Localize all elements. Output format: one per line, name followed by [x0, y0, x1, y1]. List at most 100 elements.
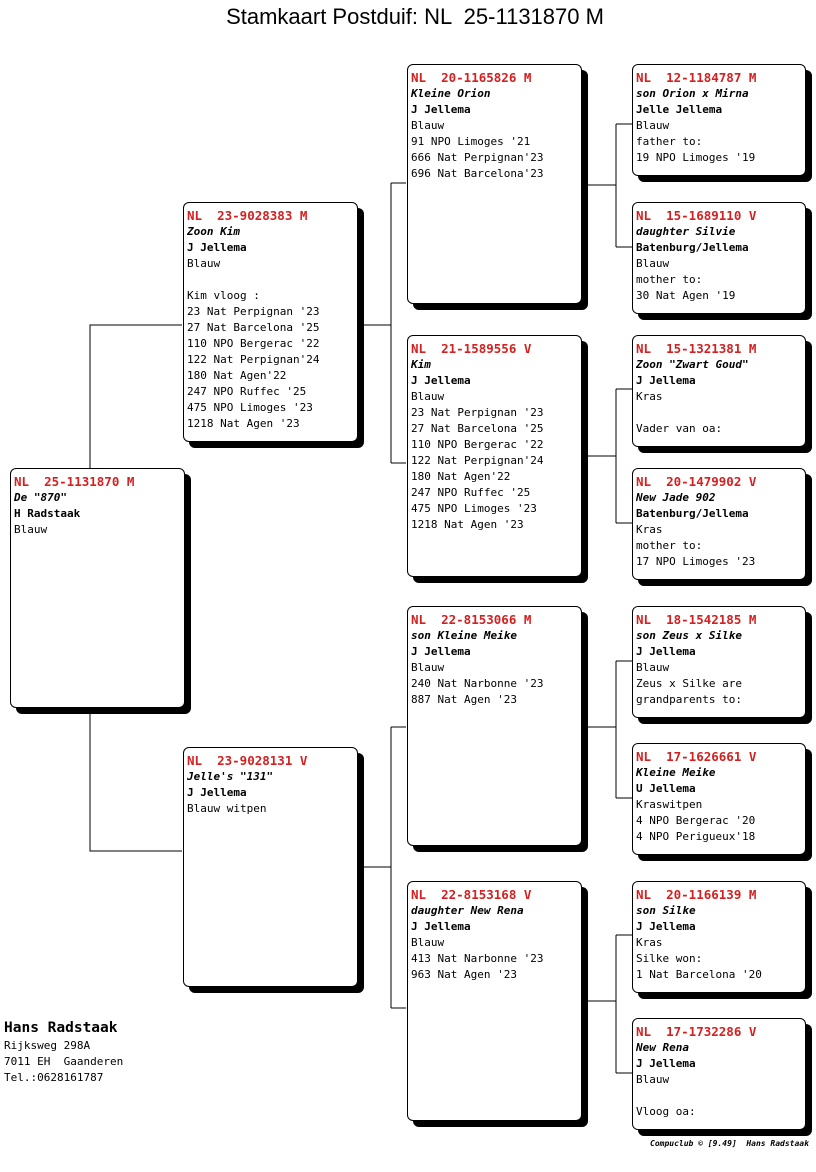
breeder-name: J Jellema — [187, 786, 247, 799]
pigeon-card-ggm-4[interactable]: NL 17-1732286 V New Rena J Jellema Blauw… — [632, 1018, 806, 1130]
ring-number: NL 21-1589556 V — [411, 341, 532, 356]
info-line: father to: — [636, 135, 703, 148]
ring-number: NL 23-9028131 V — [187, 753, 308, 768]
pigeon-name: daughter New Rena — [411, 904, 524, 917]
pigeon-name: son Kleine Meike — [411, 629, 517, 642]
page-title: Stamkaart Postduif: NL 25-1131870 M — [226, 4, 604, 29]
pigeon-name: Jelle's "131" — [187, 770, 274, 783]
ring-number: NL 20-1165826 M — [411, 70, 532, 85]
breeder-name: Batenburg/Jellema — [636, 507, 749, 520]
ring-number: NL 12-1184787 M — [636, 70, 757, 85]
info-line: 23 Nat Perpignan '23 — [411, 406, 544, 419]
pigeon-name: daughter Silvie — [636, 225, 736, 238]
pigeon-card-ggm-3[interactable]: NL 17-1626661 V Kleine Meike U Jellema K… — [632, 743, 806, 855]
info-line: 4 NPO Bergerac '20 — [636, 814, 756, 827]
info-line: 247 NPO Ruffec '25 — [411, 486, 531, 499]
pigeon-card-grandmother-paternal[interactable]: NL 21-1589556 V Kim J Jellema Blauw 23 N… — [407, 335, 582, 577]
info-line: 110 NPO Bergerac '22 — [411, 438, 544, 451]
pigeon-name: New Rena — [636, 1041, 689, 1054]
breeder-name: Batenburg/Jellema — [636, 241, 749, 254]
pigeon-card-ggm-1[interactable]: NL 15-1689110 V daughter Silvie Batenbur… — [632, 202, 806, 314]
footer-credit: Compuclub © [9.49] Hans Radstaak — [650, 1139, 809, 1148]
info-line: 17 NPO Limoges '23 — [636, 555, 756, 568]
pigeon-card-ggf-1[interactable]: NL 12-1184787 M son Orion x Mirna Jelle … — [632, 64, 806, 176]
info-line: Blauw — [636, 257, 670, 270]
info-line: 887 Nat Agen '23 — [411, 693, 517, 706]
info-line: Kras — [636, 936, 663, 949]
pigeon-card-father[interactable]: NL 23-9028383 M Zoon Kim J Jellema Blauw… — [183, 202, 358, 442]
ring-number: NL 15-1689110 V — [636, 208, 757, 223]
pigeon-card-ggf-3[interactable]: NL 18-1542185 M son Zeus x Silke J Jelle… — [632, 606, 806, 718]
pigeon-card-ggm-2[interactable]: NL 20-1479902 V New Jade 902 Batenburg/J… — [632, 468, 806, 580]
breeder-name: U Jellema — [636, 782, 696, 795]
info-line: Blauw — [636, 661, 670, 674]
pigeon-name: son Silke — [636, 904, 696, 917]
info-line: Silke won: — [636, 952, 703, 965]
info-line: 240 Nat Narbonne '23 — [411, 677, 544, 690]
pigeon-card-mother[interactable]: NL 23-9028131 V Jelle's "131" J Jellema … — [183, 747, 358, 987]
info-line: 180 Nat Agen'22 — [411, 470, 511, 483]
pigeon-name: Kleine Meike — [636, 766, 716, 779]
info-line: grandparents to: — [636, 693, 742, 706]
ring-number: NL 18-1542185 M — [636, 612, 757, 627]
pigeon-name: Zoon "Zwart Goud" — [636, 358, 749, 371]
info-line: Kraswitpen — [636, 798, 703, 811]
breeder-name: J Jellema — [636, 374, 696, 387]
info-line: 1218 Nat Agen '23 — [411, 518, 524, 531]
pigeon-card-ggf-4[interactable]: NL 20-1166139 M son Silke J Jellema Kras… — [632, 881, 806, 993]
ring-number: NL 17-1732286 V — [636, 1024, 757, 1039]
breeder-name: J Jellema — [187, 241, 247, 254]
info-line: Kim vloog : — [187, 289, 260, 302]
info-line: Blauw — [14, 523, 48, 536]
info-line: 413 Nat Narbonne '23 — [411, 952, 544, 965]
info-line: 27 Nat Barcelona '25 — [411, 422, 544, 435]
info-line: Zeus x Silke are — [636, 677, 742, 690]
info-line: Blauw — [411, 119, 445, 132]
info-line: 122 Nat Perpignan'24 — [411, 454, 544, 467]
info-line: 23 Nat Perpignan '23 — [187, 305, 320, 318]
pigeon-card-grandfather-paternal[interactable]: NL 20-1165826 M Kleine Orion J Jellema B… — [407, 64, 582, 304]
info-line: 247 NPO Ruffec '25 — [187, 385, 307, 398]
info-line: 91 NPO Limoges '21 — [411, 135, 531, 148]
info-line: mother to: — [636, 273, 703, 286]
info-line: Blauw — [636, 119, 670, 132]
ring-number: NL 20-1479902 V — [636, 474, 757, 489]
info-line: Blauw witpen — [187, 802, 267, 815]
info-line — [187, 272, 354, 288]
info-line: Kras — [636, 523, 663, 536]
pigeon-card-grandfather-maternal[interactable]: NL 22-8153066 M son Kleine Meike J Jelle… — [407, 606, 582, 846]
ring-number: NL 17-1626661 V — [636, 749, 757, 764]
pigeon-name: son Zeus x Silke — [636, 629, 742, 642]
info-line: 30 Nat Agen '19 — [636, 289, 736, 302]
breeder-name: J Jellema — [636, 645, 696, 658]
breeder-name: H Radstaak — [14, 507, 81, 520]
pigeon-card-subject[interactable]: NL 25-1131870 M De "870" H Radstaak Blau… — [10, 468, 185, 708]
owner-address: Rijksweg 298A — [4, 1039, 91, 1052]
info-line: 122 Nat Perpignan'24 — [187, 353, 320, 366]
pigeon-name: Zoon Kim — [187, 225, 240, 238]
pigeon-card-grandmother-maternal[interactable]: NL 22-8153168 V daughter New Rena J Jell… — [407, 881, 582, 1121]
info-line — [636, 405, 802, 421]
ring-number: NL 22-8153168 V — [411, 887, 532, 902]
breeder-name: Jelle Jellema — [636, 103, 723, 116]
ring-number: NL 22-8153066 M — [411, 612, 532, 627]
info-line: mother to: — [636, 539, 703, 552]
info-line: 696 Nat Barcelona'23 — [411, 167, 544, 180]
ring-number: NL 23-9028383 M — [187, 208, 308, 223]
pigeon-name: De "870" — [14, 491, 67, 504]
info-line: Blauw — [411, 936, 445, 949]
ring-number: NL 15-1321381 M — [636, 341, 757, 356]
breeder-name: J Jellema — [411, 920, 471, 933]
breeder-name: J Jellema — [411, 374, 471, 387]
info-line: 4 NPO Perigueux'18 — [636, 830, 756, 843]
owner-info: Hans Radstaak Rijksweg 298A 7011 EH Gaan… — [4, 1018, 123, 1086]
info-line: 110 NPO Bergerac '22 — [187, 337, 320, 350]
pigeon-card-ggf-2[interactable]: NL 15-1321381 M Zoon "Zwart Goud" J Jell… — [632, 335, 806, 447]
breeder-name: J Jellema — [411, 103, 471, 116]
ring-number: NL 25-1131870 M — [14, 474, 135, 489]
info-line — [636, 1088, 802, 1104]
pigeon-name: son Orion x Mirna — [636, 87, 749, 100]
info-line: Blauw — [187, 257, 221, 270]
info-line: Blauw — [636, 1073, 670, 1086]
info-line: Vader van oa: — [636, 422, 723, 435]
